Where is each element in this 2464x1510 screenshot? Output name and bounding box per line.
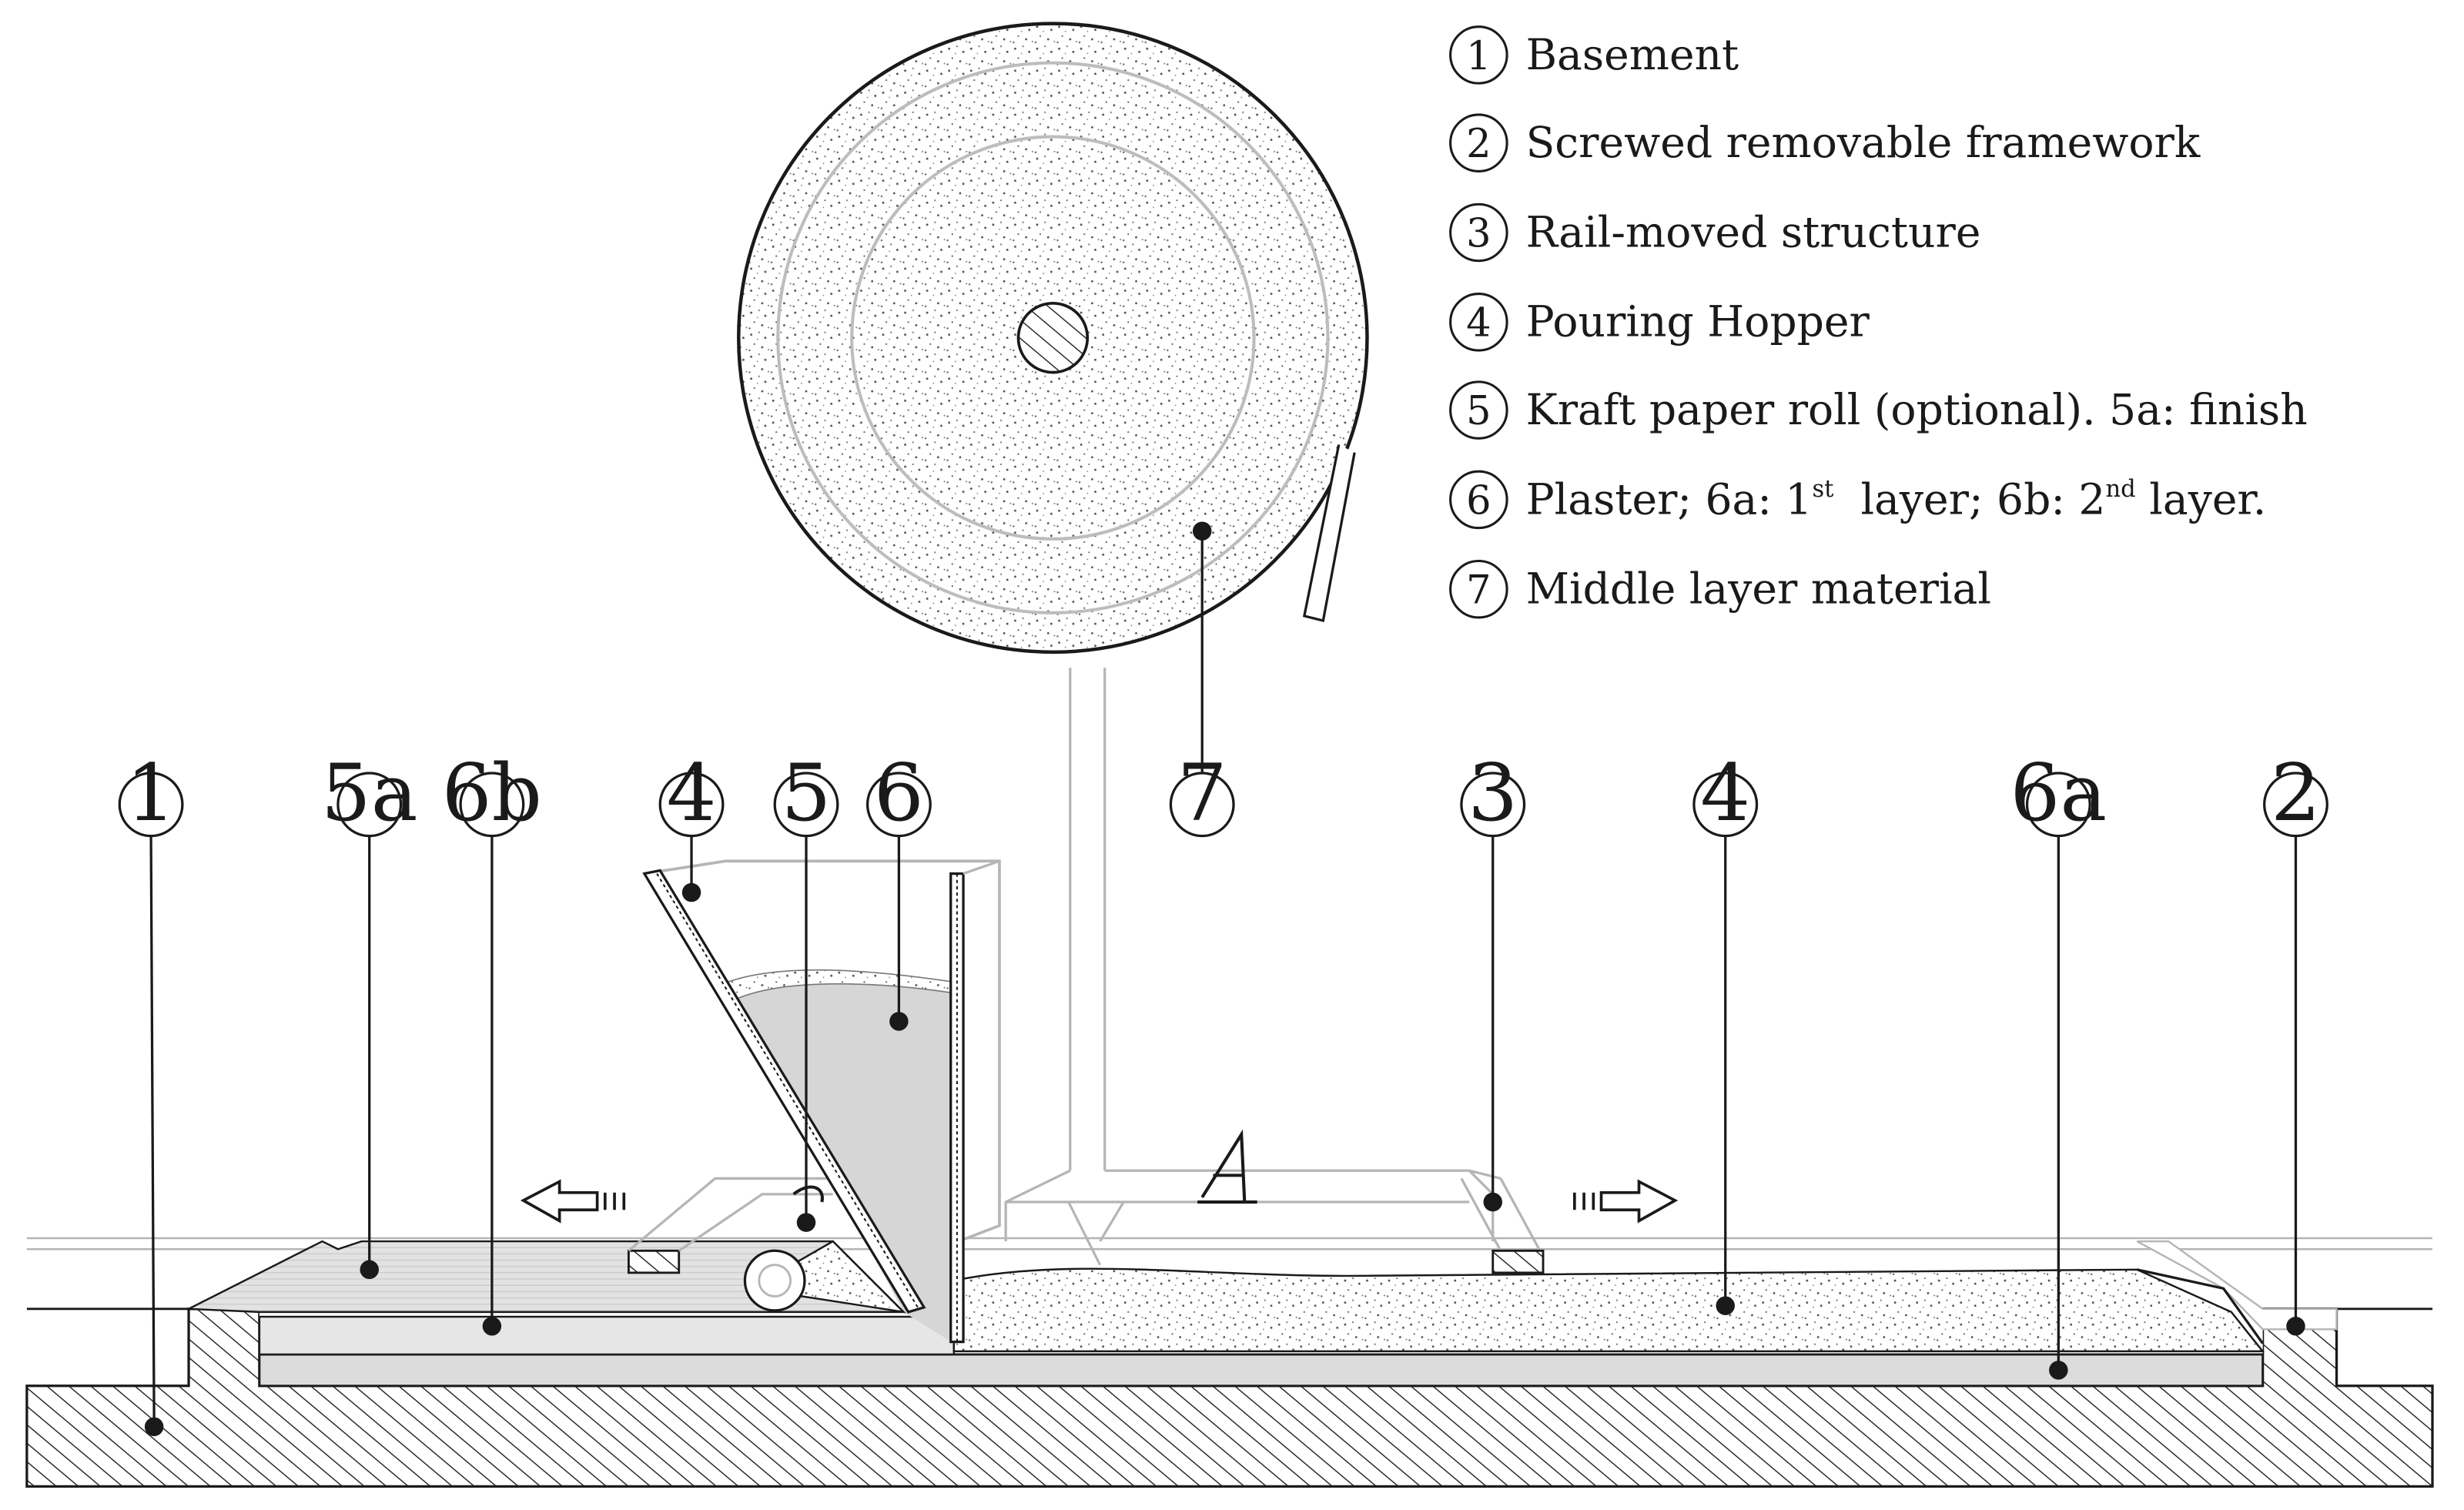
roller-frame bbox=[628, 1177, 833, 1252]
svg-text:6: 6 bbox=[874, 748, 924, 839]
legend-item-6-part2: layer; 6b: 2 bbox=[1833, 474, 2105, 524]
callout-4-right: 4 bbox=[1692, 748, 1759, 839]
svg-text:5: 5 bbox=[782, 748, 832, 839]
plaster-layer-1 bbox=[258, 1353, 2265, 1388]
rail-bar-right bbox=[1491, 1249, 1545, 1274]
svg-text:1: 1 bbox=[1466, 34, 1491, 79]
svg-text:7: 7 bbox=[1466, 568, 1491, 614]
svg-text:3: 3 bbox=[1466, 211, 1491, 256]
middle-layer-roll bbox=[737, 22, 1369, 655]
finish-layer bbox=[185, 1240, 906, 1314]
svg-text:4: 4 bbox=[1466, 301, 1491, 347]
svg-text:Pouring Hopper: Pouring Hopper bbox=[1526, 297, 1870, 347]
svg-text:6a: 6a bbox=[2010, 748, 2107, 839]
legend-item-2: 2 Screwed removable framework bbox=[1449, 113, 2201, 172]
legend-item-5: 5 Kraft paper roll (optional). 5a: finis… bbox=[1449, 380, 2308, 440]
svg-text:5a: 5a bbox=[321, 748, 418, 839]
legend-item-6-sup1: st bbox=[1812, 476, 1834, 503]
svg-text:Rail-moved structure: Rail-moved structure bbox=[1526, 207, 1981, 256]
svg-text:4: 4 bbox=[1700, 748, 1750, 839]
svg-text:6b: 6b bbox=[442, 748, 542, 839]
callout-leaders bbox=[149, 531, 2298, 1427]
callout-3: 3 bbox=[1460, 748, 1526, 839]
svg-text:Screwed removable framework: Screwed removable framework bbox=[1526, 118, 2201, 167]
legend-item-3: 3 Rail-moved structure bbox=[1449, 203, 1981, 263]
arrow-left-icon bbox=[520, 1179, 626, 1224]
middle-layer bbox=[952, 1267, 2265, 1353]
svg-text:Kraft paper roll (optional). 5: Kraft paper roll (optional). 5a: finish bbox=[1526, 385, 2308, 434]
svg-text:Basement: Basement bbox=[1526, 30, 1739, 79]
legend-item-6: 6 Plaster; 6a: 1st layer; 6b: 2nd layer. bbox=[1449, 470, 2267, 530]
legend-item-6-part3: layer. bbox=[2136, 474, 2266, 524]
callout-5: 5 bbox=[773, 748, 839, 839]
legend-item-6-part1: Plaster; 6a: 1 bbox=[1526, 474, 1813, 524]
svg-text:1: 1 bbox=[126, 748, 176, 839]
svg-text:5: 5 bbox=[1466, 389, 1491, 434]
svg-text:7: 7 bbox=[1177, 748, 1227, 839]
callout-6: 6 bbox=[865, 748, 932, 839]
callout-6b: 6b bbox=[442, 748, 542, 839]
svg-text:3: 3 bbox=[1468, 748, 1518, 839]
svg-text:2: 2 bbox=[1466, 122, 1491, 167]
svg-text:Plaster; 6a: 1st layer; 6b: 2: Plaster; 6a: 1st layer; 6b: 2nd layer. bbox=[1526, 474, 2267, 524]
svg-text:2: 2 bbox=[2271, 748, 2321, 839]
pouring-hopper bbox=[642, 859, 1001, 1344]
kraft-paper-roll bbox=[743, 1185, 907, 1314]
legend-item-4: 4 Pouring Hopper bbox=[1449, 293, 1870, 352]
legend: 1 Basement 2 Screwed removable framework… bbox=[1449, 25, 2308, 619]
callout-5a: 5a bbox=[321, 748, 418, 839]
rail-bar-left bbox=[627, 1249, 681, 1274]
callout-7: 7 bbox=[1169, 748, 1235, 839]
callout-dots bbox=[144, 521, 2305, 1437]
svg-text:6: 6 bbox=[1466, 478, 1491, 524]
svg-text:Middle layer material: Middle layer material bbox=[1526, 564, 1991, 614]
callout-4-left: 4 bbox=[658, 748, 725, 839]
callout-6a: 6a bbox=[2010, 748, 2107, 839]
legend-item-6-sup2: nd bbox=[2105, 476, 2135, 503]
framework-right bbox=[2136, 1240, 2338, 1344]
small-tool-icon bbox=[1197, 1129, 1257, 1204]
rail-structure bbox=[1004, 668, 1542, 1266]
callout-2: 2 bbox=[2263, 748, 2328, 839]
callout-bubbles: 1 5a 6b 4 5 6 7 3 bbox=[118, 748, 2328, 839]
callout-1: 1 bbox=[118, 748, 184, 839]
legend-item-1: 1 Basement bbox=[1449, 25, 1739, 85]
svg-text:4: 4 bbox=[667, 748, 717, 839]
legend-item-7: 7 Middle layer material bbox=[1449, 559, 1991, 619]
plaster-layer-2 bbox=[258, 1315, 956, 1356]
arrow-right-icon bbox=[1573, 1179, 1679, 1224]
